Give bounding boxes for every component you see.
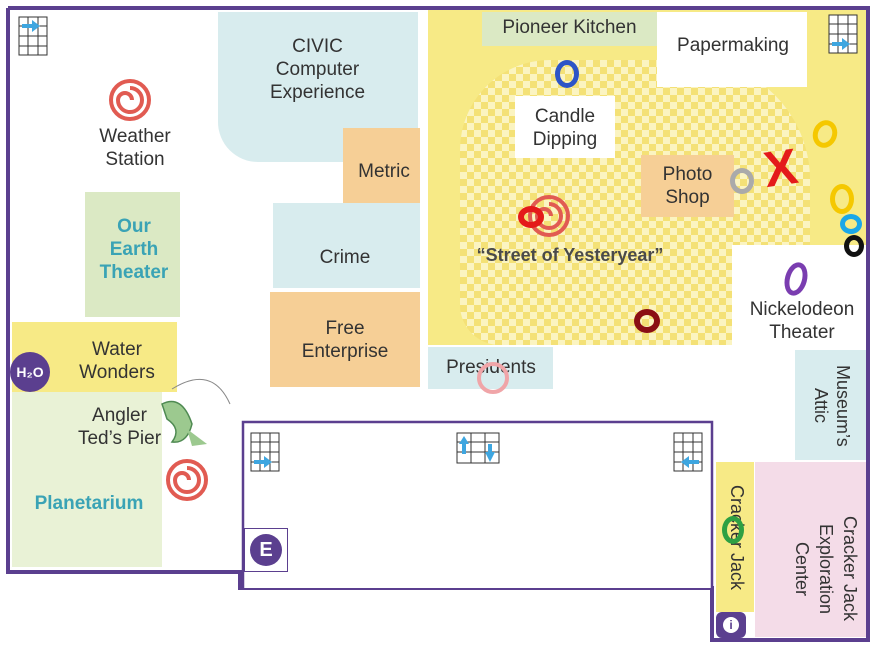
grey-pen-mark — [730, 168, 754, 194]
h2o-icon: H₂O — [10, 352, 50, 392]
stairs-icon[interactable] — [18, 16, 48, 56]
stairs-icon[interactable] — [828, 14, 858, 54]
cracker-jack-center-zone[interactable] — [755, 462, 868, 637]
photo-shop-zone[interactable] — [641, 155, 734, 217]
red-pen-mark — [518, 206, 544, 228]
elevator-label: E — [250, 534, 282, 566]
yellow-pen-mark — [830, 184, 854, 214]
free-enterprise-zone[interactable] — [270, 292, 420, 387]
metric-label: Metric — [358, 161, 410, 182]
nickelodeon-theater-zone[interactable] — [732, 245, 868, 345]
blue-pen-mark — [555, 60, 579, 88]
weather-spiral-icon — [166, 459, 208, 501]
museums-attic-label: Museum’s Attic — [811, 365, 853, 447]
black-pen-mark — [844, 235, 864, 257]
candle-dipping-zone[interactable] — [515, 96, 615, 158]
cracker-jack-center-label: Cracker Jack Exploration Center — [792, 516, 860, 622]
weather-spiral-icon — [109, 79, 151, 121]
green-pen-mark — [722, 516, 744, 544]
stairs-icon[interactable] — [456, 432, 500, 464]
dark-red-pen-mark — [634, 309, 660, 333]
crime-label: Crime — [319, 247, 371, 268]
light-blue-pen-mark — [840, 214, 862, 234]
info-icon[interactable]: i — [716, 612, 746, 638]
stairs-icon[interactable] — [250, 432, 280, 472]
planetarium-label: Planetarium — [34, 493, 144, 514]
stairs-icon[interactable] — [673, 432, 703, 472]
elevator-icon[interactable]: E — [244, 528, 288, 572]
papermaking-zone[interactable] — [657, 12, 807, 87]
our-earth-theater-zone[interactable] — [85, 192, 180, 317]
planetarium-zone[interactable] — [12, 392, 162, 567]
pioneer-kitchen-label: Pioneer Kitchen — [502, 17, 637, 38]
papermaking-label: Papermaking — [677, 35, 789, 56]
museums-attic-zone[interactable] — [795, 350, 868, 460]
crime-zone[interactable] — [273, 203, 420, 288]
info-label: i — [723, 617, 739, 633]
fish-icon — [161, 379, 231, 446]
street-of-yesteryear-label: “Street of Yesteryear” — [476, 245, 664, 265]
pioneer-kitchen-zone[interactable] — [482, 12, 657, 46]
pink-pen-mark — [477, 362, 509, 394]
